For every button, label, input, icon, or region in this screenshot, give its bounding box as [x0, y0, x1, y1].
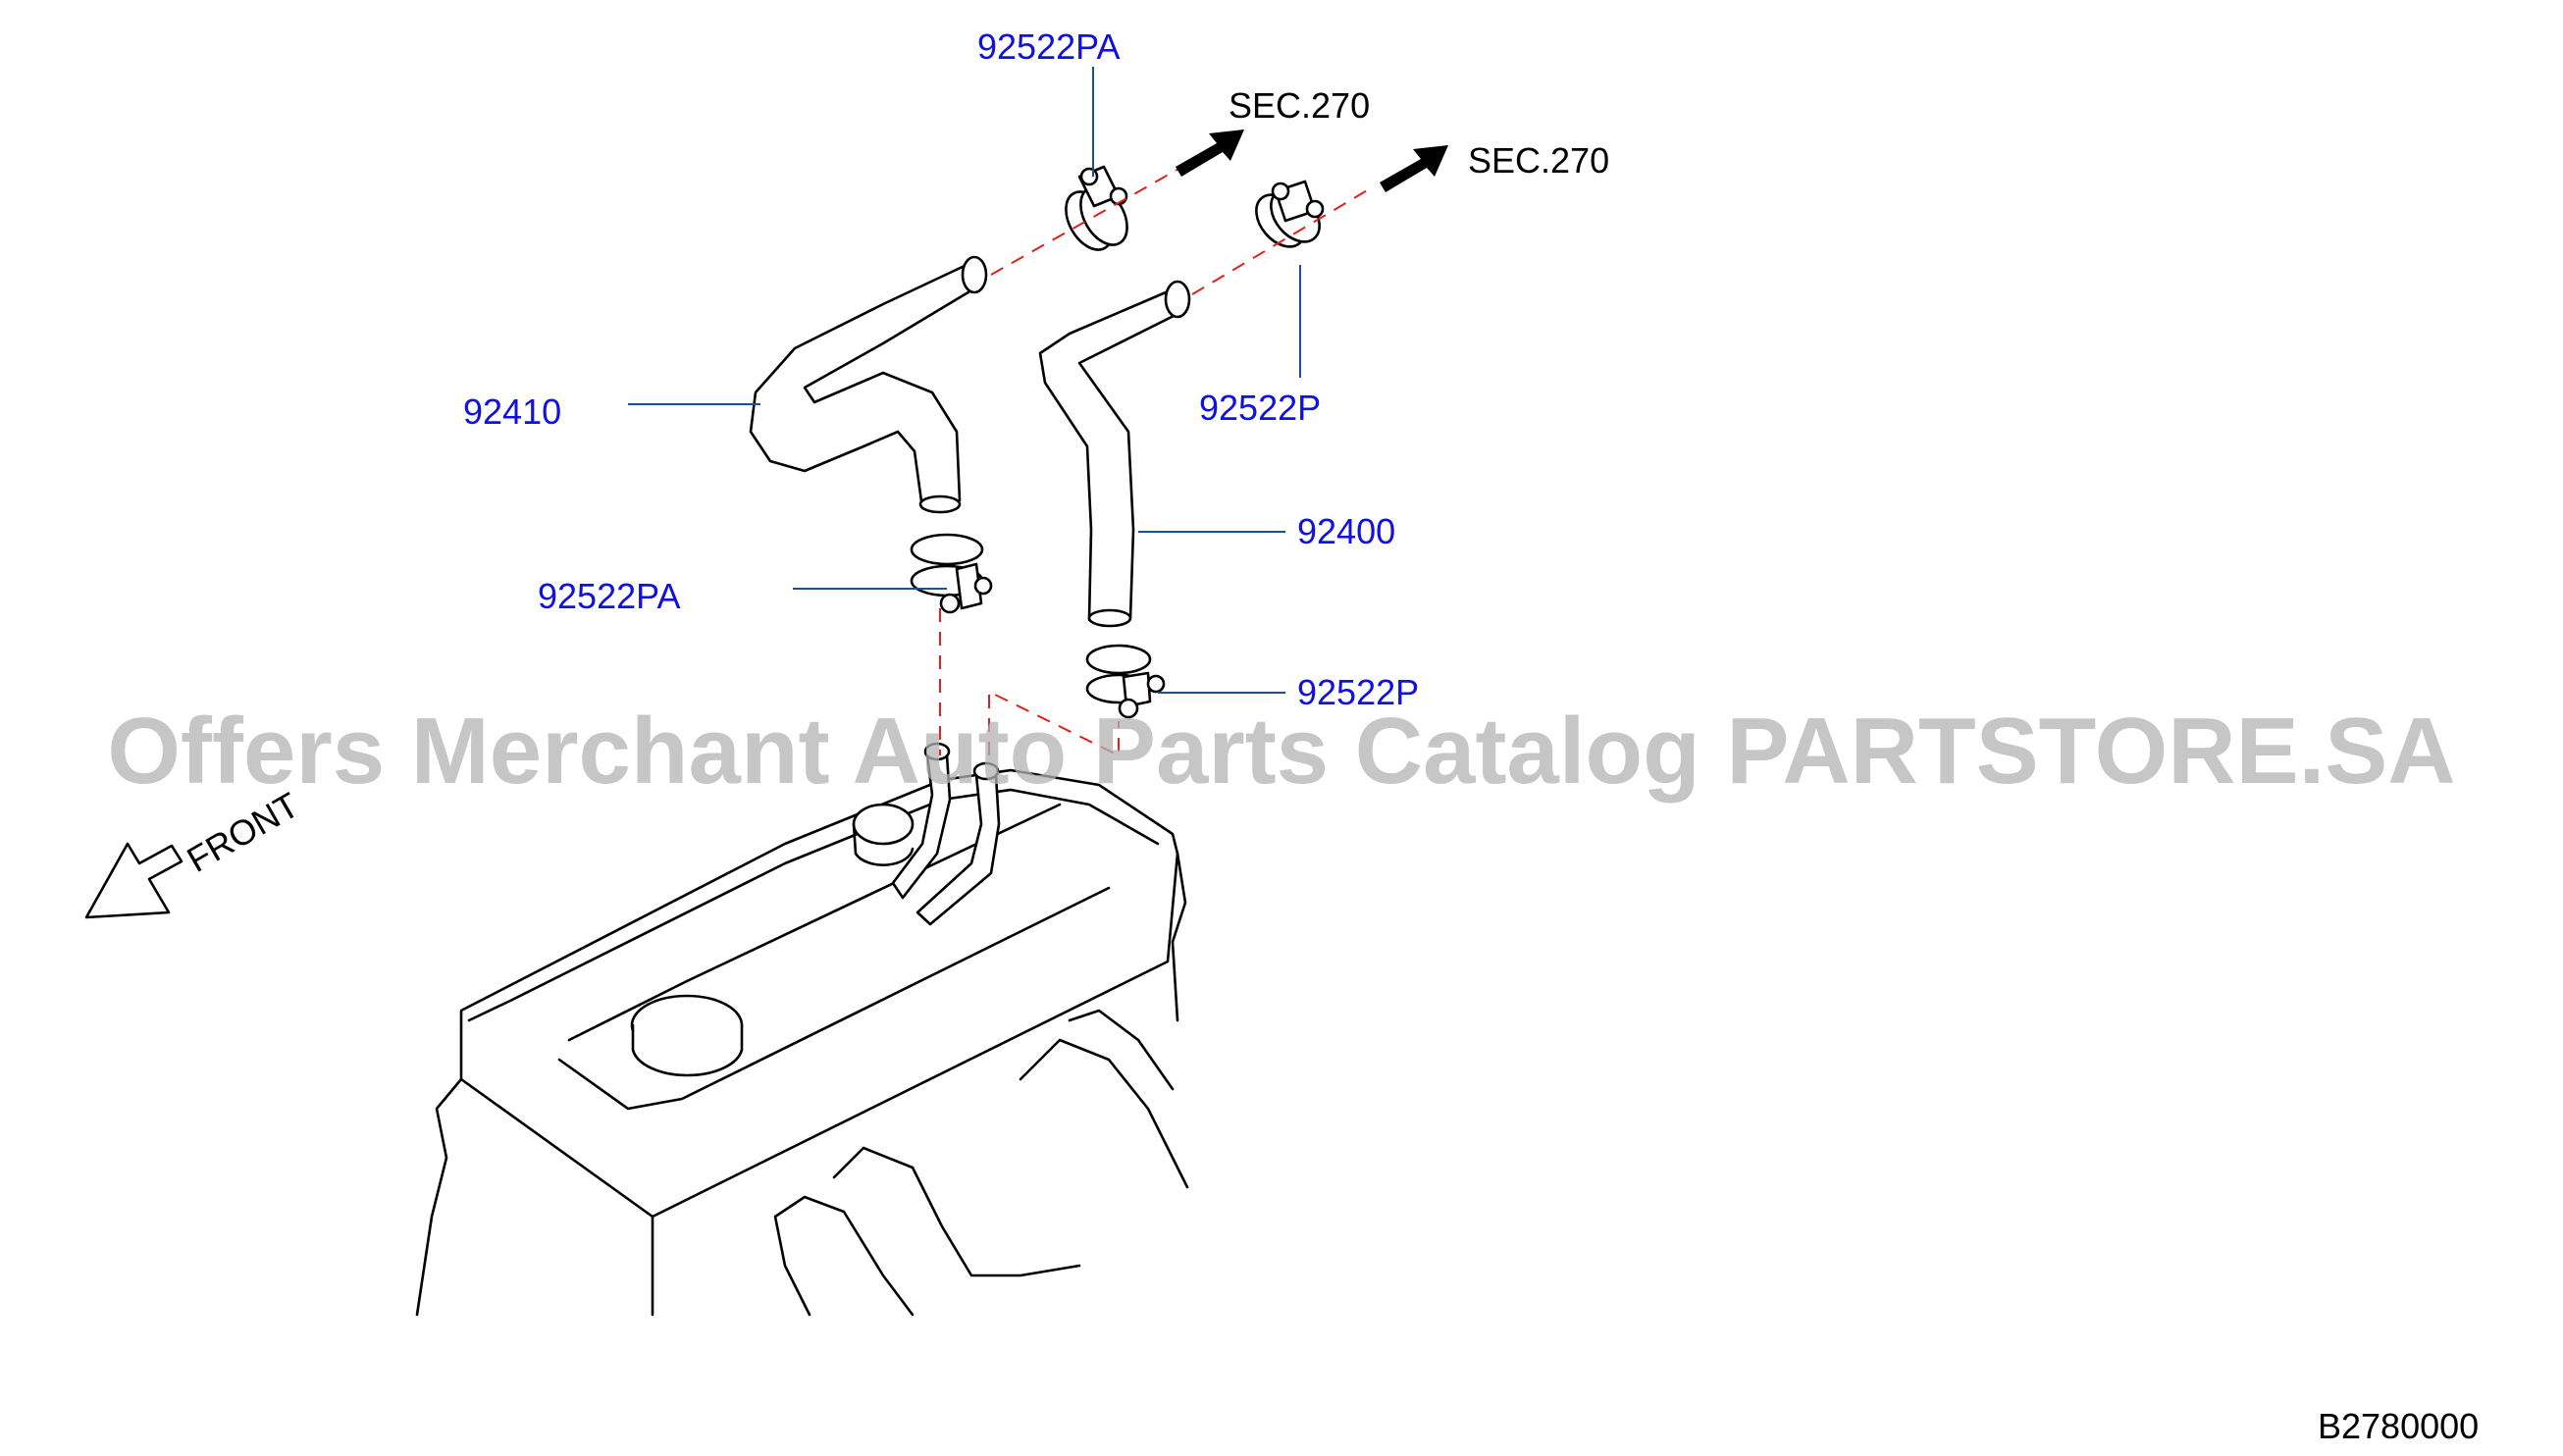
label-sec-left[interactable]: SEC.270 — [1229, 85, 1370, 126]
label-sec-right[interactable]: SEC.270 — [1468, 140, 1609, 181]
label-clamp-top[interactable]: 92522PA — [977, 26, 1120, 67]
clamp-lower-left[interactable] — [910, 533, 993, 614]
diagram-code: B2780000 — [2318, 1406, 2479, 1446]
label-clamp-right-upper[interactable]: 92522P — [1199, 388, 1321, 428]
clamp-top-right[interactable] — [1246, 180, 1329, 256]
label-hose-right[interactable]: 92400 — [1297, 511, 1395, 551]
hose-92400[interactable] — [1038, 280, 1191, 628]
clamp-top-left[interactable] — [1057, 165, 1137, 258]
front-arrow-icon — [84, 842, 183, 919]
hose-92410[interactable] — [749, 255, 988, 514]
label-hose-upper[interactable]: 92410 — [463, 391, 561, 432]
label-clamp-right-lower[interactable]: 92522P — [1297, 672, 1419, 712]
label-clamp-left-lower[interactable]: 92522PA — [538, 576, 680, 616]
watermark-text: Offers Merchant Auto Parts Catalog PARTS… — [107, 699, 2455, 804]
sec-arrow-right — [1380, 145, 1448, 192]
assembly-lines — [939, 166, 1375, 757]
clamp-lower-right[interactable] — [1085, 644, 1166, 719]
sec-arrow-left — [1176, 130, 1244, 177]
engine-block — [415, 742, 1189, 1317]
leader-lines — [628, 67, 1301, 694]
